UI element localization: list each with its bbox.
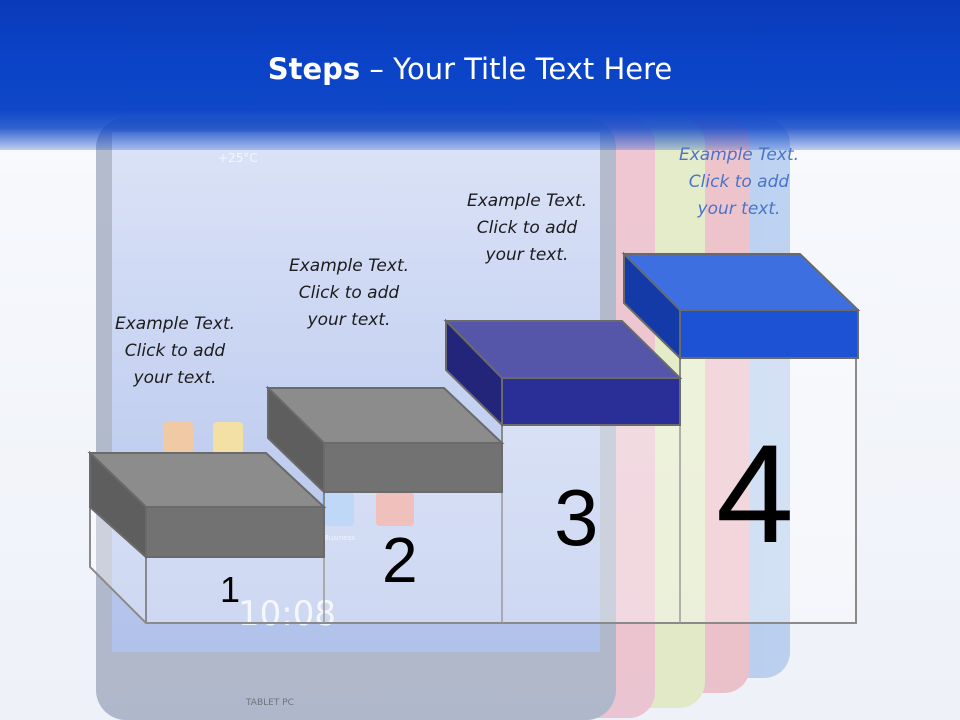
- step-3-block: [443, 318, 683, 428]
- step-3-caption-line-2: Click to add: [476, 218, 578, 238]
- title-bold: Steps: [267, 52, 361, 86]
- step-4-number[interactable]: 4: [716, 415, 794, 572]
- step-2-caption-line-3: your text.: [307, 310, 391, 330]
- step-1-caption[interactable]: Example Text. Click to add your text.: [90, 311, 260, 392]
- step-4-block: [621, 251, 861, 361]
- step-3-caption[interactable]: Example Text. Click to add your text.: [442, 188, 612, 269]
- step-1-block: [87, 450, 327, 560]
- tablet-brand-text: TABLET PC: [245, 698, 294, 708]
- step-1-caption-line-1: Example Text.: [114, 314, 236, 334]
- step-2-caption[interactable]: Example Text. Click to add your text.: [264, 253, 434, 334]
- step-3-caption-line-1: Example Text.: [466, 191, 588, 211]
- title-bar: [0, 0, 960, 150]
- step-2-number[interactable]: 2: [382, 524, 418, 596]
- step-2-block: [265, 385, 505, 495]
- step-3-number[interactable]: 3: [554, 473, 599, 562]
- step-4-caption-line-3: your text.: [697, 199, 781, 219]
- step-1-caption-line-3: your text.: [133, 368, 217, 388]
- step-1-number[interactable]: 1: [220, 569, 241, 610]
- tablet-clock-text: 10:08: [238, 594, 336, 634]
- step-4-caption[interactable]: Example Text. Click to add your text.: [654, 142, 824, 223]
- tablet-weather-text: +25°C: [218, 151, 258, 165]
- step-2-caption-line-2: Click to add: [298, 283, 400, 303]
- step-4-caption-line-2: Click to add: [688, 172, 790, 192]
- step-4-caption-line-1: Example Text.: [678, 145, 800, 165]
- step-1-caption-line-2: Click to add: [124, 341, 226, 361]
- title-rest: – Your Title Text Here: [360, 52, 673, 86]
- step-3-caption-line-3: your text.: [485, 245, 569, 265]
- slide-title[interactable]: Steps – Your Title Text Here: [0, 52, 940, 86]
- step-2-caption-line-1: Example Text.: [288, 256, 410, 276]
- tablet-app-label: Business: [324, 534, 355, 542]
